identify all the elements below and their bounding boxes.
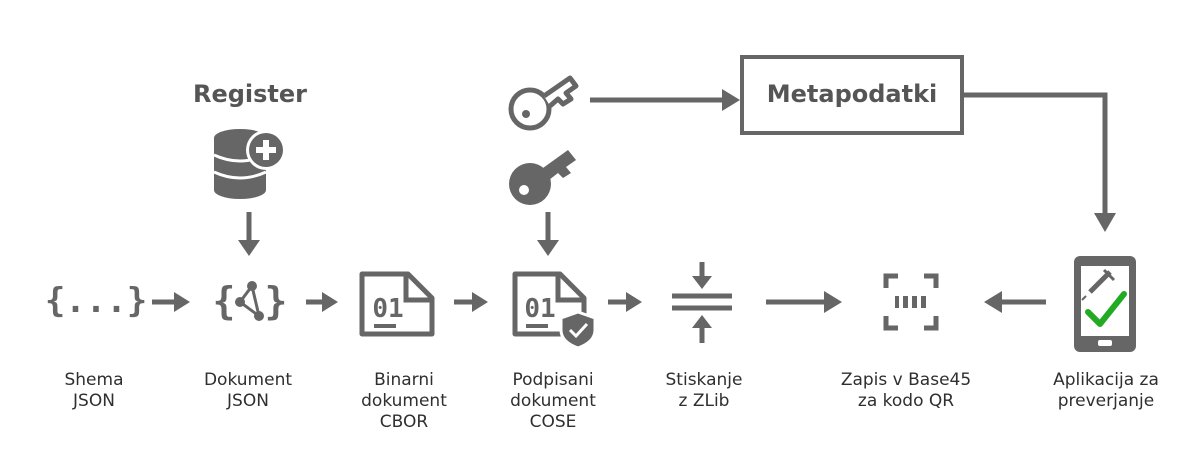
binary-file-icon: 01 <box>359 271 435 337</box>
svg-text:{: { <box>213 279 236 323</box>
step-label-schema-json: Shema JSON <box>64 370 124 411</box>
svg-text:}: } <box>265 279 288 323</box>
step-label-verifier-app: Aplikacija za preverjanje <box>1053 370 1159 411</box>
flow-arrow <box>608 292 642 312</box>
flow-arrow <box>766 291 842 313</box>
braces-icon: {...} <box>45 281 147 321</box>
compress-icon <box>672 262 732 343</box>
database-add-icon <box>213 129 286 199</box>
step-label-base45-qr: Zapis v Base45 za kodo QR <box>840 370 972 411</box>
flow-arrow <box>152 292 190 312</box>
register-down-arrow <box>238 212 260 256</box>
binary-glyph: 01 <box>372 294 403 324</box>
app-to-qr-arrow <box>984 291 1046 313</box>
signed-file-icon: 01 <box>512 271 597 350</box>
check-icon <box>1085 291 1127 327</box>
braces-share-icon: { } <box>213 279 288 323</box>
flow-arrow <box>454 292 488 312</box>
private-key-icon <box>509 150 576 205</box>
key-to-metadata-arrow <box>590 89 740 111</box>
step-label-document-json: Dokument JSON <box>203 370 293 411</box>
step-label-zlib: Stiskanje z ZLib <box>665 370 743 411</box>
schema-braces-glyph: {...} <box>45 281 147 321</box>
step-label-signed-cose: Podpisani dokument COSE <box>510 370 596 432</box>
syringe-icon <box>1081 268 1116 301</box>
register-label: Register <box>192 80 308 108</box>
phone-check-icon <box>1074 256 1136 352</box>
flow-arrow <box>306 292 338 312</box>
public-key-icon <box>508 75 579 131</box>
key-down-arrow <box>537 212 559 256</box>
shield-check-icon <box>559 310 597 350</box>
qr-scan-icon <box>883 273 939 331</box>
metadata-label: Metapodatki <box>766 80 938 108</box>
metadata-to-app-arrow <box>962 92 1116 232</box>
signed-binary-glyph: 01 <box>524 294 555 324</box>
step-label-binary-cbor: Binarni dokument CBOR <box>361 370 447 432</box>
